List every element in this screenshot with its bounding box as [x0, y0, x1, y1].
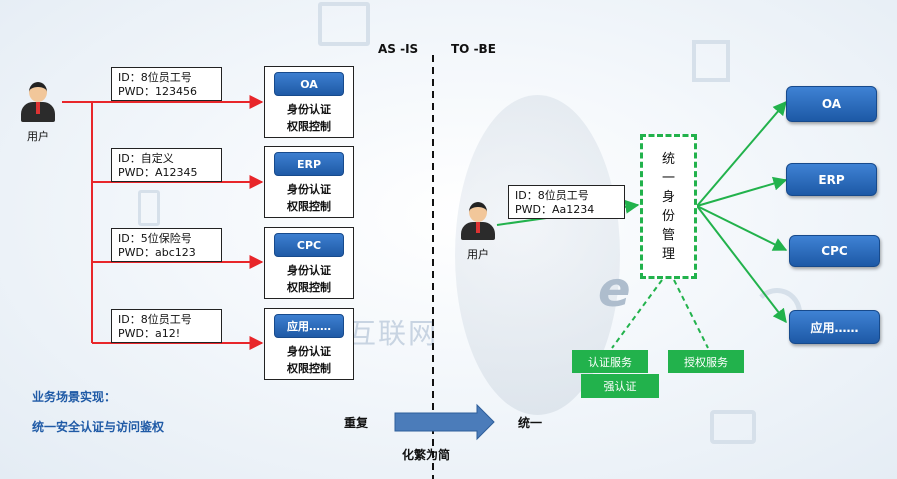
- right-user-label: 用户: [467, 248, 489, 261]
- bg-camera-icon: [710, 410, 756, 444]
- system-pill-apps: 应用……: [789, 310, 880, 344]
- auth-text: 身份认证: [287, 264, 331, 277]
- left-user: 用户: [18, 80, 58, 144]
- credential-pwd: PWD：A12345: [118, 166, 198, 179]
- unified-identity-box: 统 一 身 份 管 理: [640, 134, 697, 279]
- to-be-label: TO -BE: [451, 42, 496, 56]
- credential-box: ID：自定义 PWD：A12345: [111, 148, 222, 182]
- unified-char: 份: [661, 208, 675, 224]
- red-connectors: [62, 95, 264, 350]
- strong-auth-box: 强认证: [581, 374, 659, 398]
- bg-e-icon: e: [598, 262, 631, 318]
- as-is-label: AS -IS: [378, 42, 419, 56]
- bg-chart-icon: [692, 40, 730, 82]
- repeat-label: 重复: [344, 416, 369, 430]
- simplify-label: 化繁为简: [402, 448, 451, 462]
- credential-id: ID：自定义: [118, 152, 174, 165]
- scene-title: 业务场景实现：: [32, 390, 117, 404]
- system-box-cpc: CPC 身份认证 权限控制: [264, 227, 354, 299]
- credential-pwd: PWD：Aa1234: [515, 203, 595, 216]
- credential-pwd: PWD：a12!: [118, 327, 181, 340]
- system-pill-erp: ERP: [786, 163, 877, 196]
- system-pill-oa: OA: [786, 86, 877, 122]
- permission-text: 权限控制: [287, 281, 331, 294]
- auth-text: 身份认证: [287, 103, 331, 116]
- system-box-apps: 应用…… 身份认证 权限控制: [264, 308, 354, 380]
- credential-box: ID：8位员工号 PWD：a12!: [111, 309, 222, 343]
- credential-pwd: PWD：123456: [118, 85, 197, 98]
- transition-arrow: [394, 403, 495, 441]
- system-name: OA: [274, 72, 344, 96]
- unified-char: 身: [661, 189, 675, 205]
- scene-subtitle: 统一安全认证与访问鉴权: [32, 420, 165, 434]
- unified-char: 统: [661, 151, 675, 167]
- system-name: ERP: [274, 152, 344, 176]
- authorize-service-box: 授权服务: [668, 350, 744, 373]
- system-name: 应用……: [274, 314, 344, 338]
- left-user-label: 用户: [27, 130, 49, 143]
- bg-monitor-icon: [318, 2, 370, 46]
- credential-pwd: PWD：abc123: [118, 246, 196, 259]
- unified-char: 理: [661, 246, 675, 262]
- auth-service-box: 认证服务: [572, 350, 648, 373]
- credential-id: ID：8位员工号: [118, 71, 192, 84]
- user-avatar-icon: [18, 80, 58, 124]
- credential-box: ID：5位保险号 PWD：abc123: [111, 228, 222, 262]
- system-pill-cpc: CPC: [789, 235, 880, 267]
- permission-text: 权限控制: [287, 362, 331, 375]
- credential-box-right: ID：8位员工号 PWD：Aa1234: [508, 185, 625, 219]
- auth-text: 身份认证: [287, 345, 331, 358]
- permission-text: 权限控制: [287, 200, 331, 213]
- system-name: CPC: [274, 233, 344, 257]
- unified-char: 管: [661, 227, 675, 243]
- user-avatar-icon: [458, 202, 498, 240]
- unified-char: 一: [661, 170, 675, 186]
- credential-id: ID：8位员工号: [515, 189, 589, 202]
- credential-id: ID：5位保险号: [118, 232, 192, 245]
- credential-box: ID：8位员工号 PWD：123456: [111, 67, 222, 101]
- bg-phone-icon: [138, 190, 160, 226]
- system-box-oa: OA 身份认证 权限控制: [264, 66, 354, 138]
- green-dashed-links: [611, 279, 709, 349]
- right-user: 用户: [458, 202, 498, 262]
- system-box-erp: ERP 身份认证 权限控制: [264, 146, 354, 218]
- auth-text: 身份认证: [287, 183, 331, 196]
- credential-id: ID：8位员工号: [118, 313, 192, 326]
- watermark-text: 互联网: [348, 317, 439, 350]
- permission-text: 权限控制: [287, 120, 331, 133]
- unify-label: 统一: [518, 416, 543, 430]
